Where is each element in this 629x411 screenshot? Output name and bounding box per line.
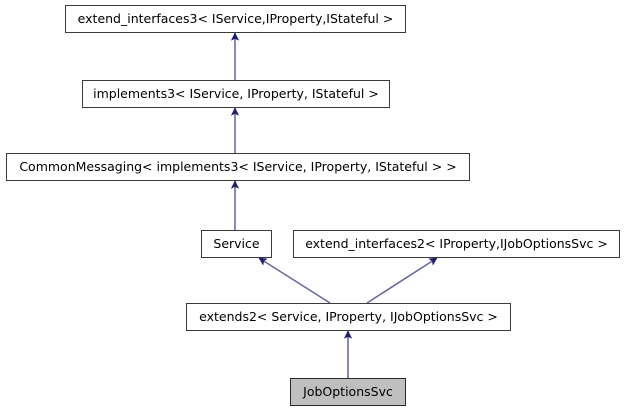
class-node-label: JobOptionsSvc (303, 383, 393, 399)
class-node-extend_interfaces3[interactable]: extend_interfaces3< IService,IProperty,I… (65, 5, 406, 33)
class-node-JobOptionsSvc[interactable]: JobOptionsSvc (290, 378, 406, 406)
class-node-label: extend_interfaces2< IProperty,IJobOption… (305, 235, 608, 251)
class-node-CommonMessaging[interactable]: CommonMessaging< implements3< IService, … (6, 153, 470, 181)
class-node-extends2[interactable]: extends2< Service, IProperty, IJobOption… (186, 303, 511, 331)
inheritance-edge-extends2-to-extend_interfaces2 (366, 257, 438, 304)
class-node-label: Service (213, 235, 260, 251)
class-node-Service[interactable]: Service (201, 230, 272, 258)
class-node-label: extend_interfaces3< IService,IProperty,I… (77, 10, 394, 26)
class-node-extend_interfaces2[interactable]: extend_interfaces2< IProperty,IJobOption… (293, 230, 620, 258)
class-node-label: CommonMessaging< implements3< IService, … (19, 158, 457, 174)
class-node-implements3[interactable]: implements3< IService, IProperty, IState… (82, 80, 390, 108)
inheritance-edge-extends2-to-Service (258, 257, 331, 304)
class-node-label: implements3< IService, IProperty, IState… (93, 85, 379, 101)
class-node-label: extends2< Service, IProperty, IJobOption… (199, 308, 498, 324)
